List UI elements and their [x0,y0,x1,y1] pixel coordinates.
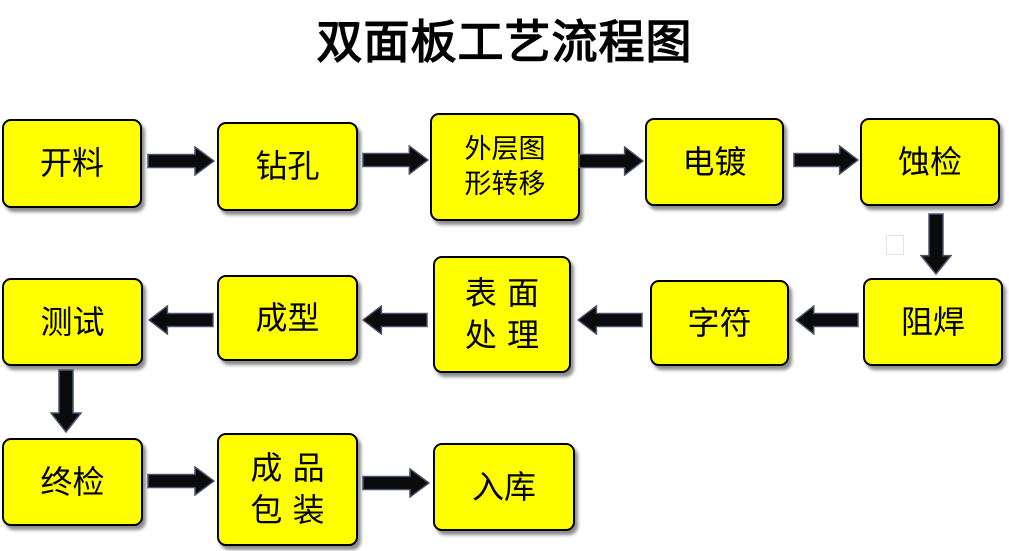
step-label-line-1: 成 品 [250,448,325,487]
step-label-line-2: 包 装 [250,490,325,529]
step-label: 开料 [39,144,104,183]
arrow-left-icon [795,305,859,335]
step-drilling: 钻孔 [217,122,358,211]
step-label: 入库 [471,467,536,506]
arrow-left-icon [148,305,214,335]
step-routing: 成型 [217,275,358,361]
step-label-line-1: 外层图 [464,133,546,165]
step-label: 成型 [255,298,320,337]
step-label: 阻焊 [900,302,965,341]
step-label: 终检 [40,462,105,501]
step-testing: 测试 [2,278,143,366]
step-plating: 电镀 [645,118,784,206]
step-label: 字符 [687,303,752,342]
step-final-inspection: 终检 [2,438,143,526]
arrow-right-icon [362,145,429,175]
arrow-left-icon [362,305,428,335]
arrow-down-icon [920,213,952,275]
step-packaging: 成 品 包 装 [217,433,358,546]
faint-mark [886,235,904,255]
step-label-line-2: 处 理 [464,315,540,354]
arrow-right-icon [362,468,430,498]
step-outer-layer-transfer: 外层图 形转移 [430,113,580,221]
step-etch-inspection: 蚀检 [860,118,1000,206]
step-label: 测试 [40,302,105,341]
arrow-left-icon [577,305,643,335]
diagram-title: 双面板工艺流程图 [316,15,693,69]
arrow-right-icon [793,145,859,175]
arrow-right-icon [578,146,644,176]
step-label: 蚀检 [897,142,962,181]
arrow-right-icon [147,466,215,496]
step-solder-mask: 阻焊 [863,278,1003,366]
arrow-right-icon [147,146,215,176]
step-label-line-1: 表 面 [464,273,540,312]
arrow-down-icon [50,369,82,433]
step-surface-finish: 表 面 处 理 [433,256,571,373]
step-label: 钻孔 [255,147,320,186]
step-label-line-2: 形转移 [464,169,546,200]
step-label: 电镀 [682,142,747,181]
step-cutting: 开料 [2,119,142,208]
step-legend-print: 字符 [650,280,789,366]
step-warehousing: 入库 [433,443,575,531]
